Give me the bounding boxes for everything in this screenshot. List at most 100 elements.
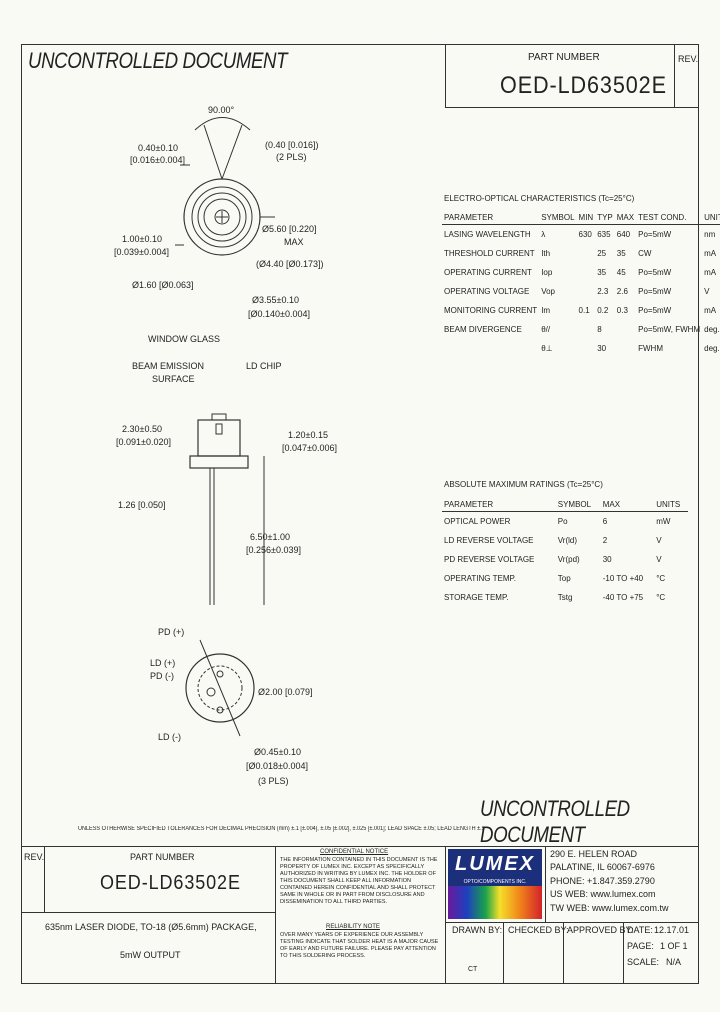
pin-pd-plus: [216, 670, 224, 678]
cell: 35: [616, 249, 626, 258]
dim-650-label: 6.50±1.00: [250, 532, 290, 542]
pin-ld-minus: [216, 706, 224, 714]
part-number: OED-LD63502E: [500, 72, 667, 99]
cell: FWHM: [638, 344, 663, 353]
tb-part-number: OED-LD63502E: [100, 872, 241, 894]
cell: CW: [638, 249, 652, 258]
cell: 0.1: [578, 306, 590, 315]
title-block-top-rule: [21, 846, 699, 847]
drawn-by-label: DRAWN BY:: [452, 925, 503, 935]
cell: PD REVERSE VOLTAGE: [444, 555, 535, 564]
eo-table: PARAMETER SYMBOL MIN TYP MAX TEST COND. …: [442, 210, 720, 358]
dim-120-label: 1.20±0.15: [288, 430, 328, 440]
logo-spectrum: [448, 886, 542, 919]
cell: Po=5mW: [638, 268, 672, 277]
col-units: UNITS: [654, 497, 688, 512]
cell: OPERATING TEMP.: [444, 574, 517, 583]
pd-minus-label: PD (-): [150, 671, 174, 681]
description-line2: 5mW OUTPUT: [120, 950, 181, 960]
city-line: PALATINE, IL 60067-6976: [550, 862, 655, 872]
cell: Top: [557, 574, 571, 583]
tolerance-note: UNLESS OTHERWISE SPECIFIED TOLERANCES FO…: [78, 826, 485, 832]
col-min: MIN: [576, 210, 596, 225]
watermark-top: UNCONTROLLED DOCUMENT: [28, 48, 288, 73]
rev-divider: [674, 44, 675, 108]
dim-100-label: 1.00±0.10: [122, 234, 162, 244]
cell: OPERATING VOLTAGE: [444, 287, 530, 296]
cell: 45: [616, 268, 626, 277]
cell: [577, 339, 596, 358]
dim-120-in-label: [0.047±0.006]: [282, 443, 337, 453]
cell: V: [704, 287, 710, 296]
ld-chip-label: LD CHIP: [246, 361, 282, 371]
page-value: 1 OF 1: [660, 941, 688, 951]
col-symbol: SYMBOL: [539, 210, 577, 225]
address-col-rule: [545, 846, 546, 922]
tw-web-link[interactable]: TW WEB: www.lumex.com.tw: [550, 903, 669, 913]
phone-line: PHONE: +1.847.359.2790: [550, 876, 655, 886]
cell: mA: [704, 306, 717, 315]
cell: mA: [704, 249, 717, 258]
col-max: MAX: [614, 210, 637, 225]
top-view-drawing: [175, 117, 275, 256]
cell: [442, 339, 539, 358]
dim-650-in-label: [0.256±0.039]: [246, 545, 301, 555]
eo-table-title: ELECTRO-OPTICAL CHARACTERISTICS (Tc=25°C…: [444, 194, 635, 203]
cell: [615, 339, 636, 358]
cell: LD REVERSE VOLTAGE: [444, 536, 534, 545]
cell: Po=5mW, FWHM: [638, 325, 701, 334]
dim-230-in-label: [0.091±0.020]: [116, 437, 171, 447]
cell: Vr(pd): [557, 555, 580, 564]
cell: deg.: [704, 325, 720, 334]
cell: 635: [597, 230, 611, 239]
cell: deg.: [704, 344, 720, 353]
cell: [577, 320, 596, 339]
sign-rule-b: [563, 922, 564, 984]
surface-label: SURFACE: [152, 374, 195, 384]
date-label: DATE:: [627, 925, 653, 935]
header-bottom-rule: [445, 107, 699, 108]
pin-count3-label: (3 PLS): [258, 776, 289, 786]
col-parameter: PARAMETER: [442, 210, 540, 225]
cell: -40 TO +75: [602, 593, 644, 602]
angle-label: 90.00°: [208, 105, 235, 115]
cell: OPTICAL POWER: [444, 517, 511, 526]
window-glass-label: WINDOW GLASS: [148, 334, 221, 344]
cell: °C: [656, 593, 666, 602]
cell: OPERATING CURRENT: [444, 268, 532, 277]
dim-355-label: Ø3.55±0.10: [252, 295, 299, 305]
cell: V: [656, 536, 662, 545]
watermark-bottom: UNCONTROLLED DOCUMENT: [480, 796, 630, 847]
confidential-text: THE INFORMATION CONTAINED IN THIS DOCUME…: [280, 857, 438, 905]
scale-value: N/A: [666, 957, 682, 967]
table-row: OPERATING TEMP.Top-10 TO +40°C: [442, 569, 688, 588]
cell: 2.6: [616, 287, 628, 296]
cell: 8: [597, 325, 602, 334]
us-web-link[interactable]: US WEB: www.lumex.com: [550, 889, 656, 899]
checked-by-label: CHECKED BY:: [508, 925, 569, 935]
cell: λ: [541, 230, 546, 239]
flange-body: [189, 455, 249, 469]
col-test-cond: TEST COND.: [636, 210, 703, 225]
pin-count2-label: (2 PLS): [276, 152, 307, 162]
sign-rule-a: [503, 922, 504, 984]
bottom-view-drawing: [185, 639, 255, 737]
cell: mA: [704, 268, 717, 277]
cell: [577, 244, 596, 263]
dim-230-label: 2.30±0.50: [122, 424, 162, 434]
scale-label: SCALE:: [627, 957, 660, 967]
ld-plus-label: LD (+): [150, 658, 176, 668]
cell: Po=5mW: [638, 306, 672, 315]
date-value: 12.17.01: [654, 925, 690, 935]
col-parameter: PARAMETER: [442, 497, 556, 512]
dia-045-label: Ø0.45±0.10: [254, 747, 301, 757]
notice-col-rule: [275, 846, 276, 984]
cap-body: [197, 419, 241, 457]
cell: θ⊥: [541, 344, 553, 353]
cell: 2.3: [597, 287, 609, 296]
tb-part-number-label: PART NUMBER: [130, 852, 195, 862]
